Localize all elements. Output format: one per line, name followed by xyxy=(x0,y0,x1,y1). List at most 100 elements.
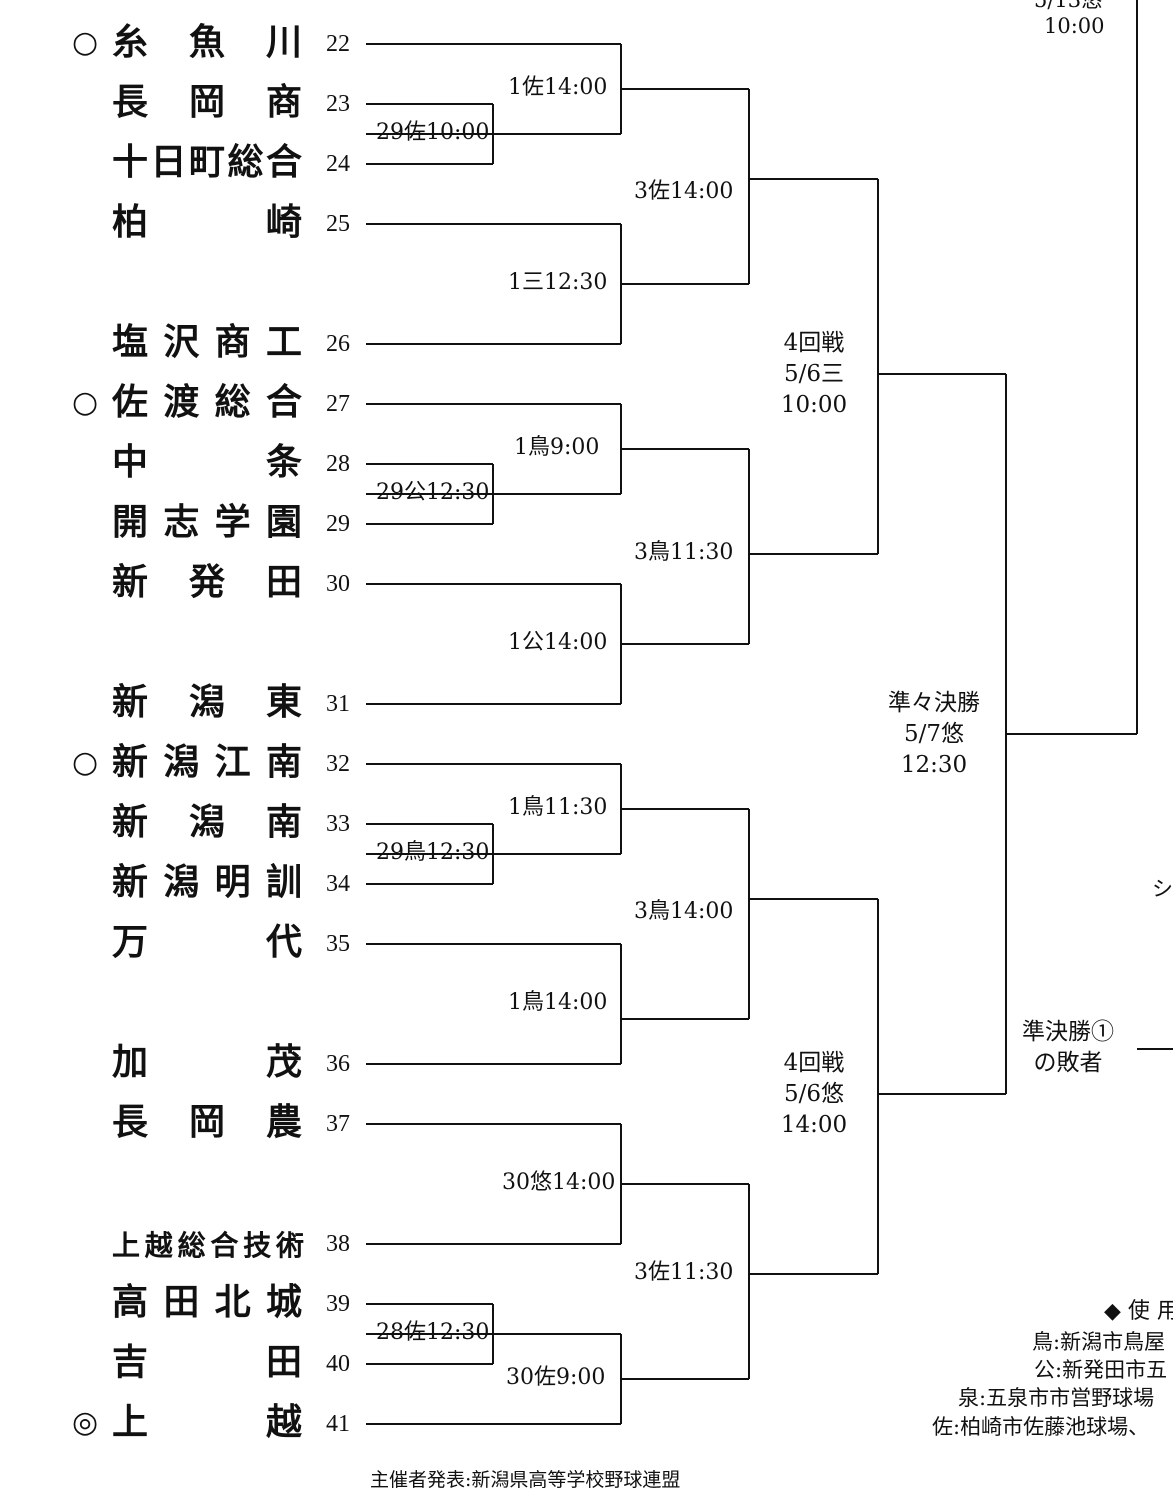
team-name-char: 越 xyxy=(265,1401,302,1443)
team-name: 上越 xyxy=(112,1402,302,1442)
team-name-char: 町 xyxy=(188,141,225,183)
team-name-char: 園 xyxy=(265,501,302,543)
partial-glyph: シ xyxy=(1152,877,1173,901)
team-name-char: 合 xyxy=(265,381,302,423)
team-name-char: 上 xyxy=(112,1229,141,1262)
team-name: 十日町総合 xyxy=(112,142,302,182)
team-name-char: 東 xyxy=(265,681,302,723)
team-name: 加茂 xyxy=(112,1042,302,1082)
team-name-char: 潟 xyxy=(163,861,200,903)
team-name-char: 加 xyxy=(112,1041,149,1083)
top-right-time: 10:00 xyxy=(1044,14,1105,38)
team-seed-number: 23 xyxy=(326,91,350,117)
legend-title: ◆ 使 用 xyxy=(1104,1299,1173,1324)
team-name-char: 田 xyxy=(265,561,302,603)
team-name-char: 志 xyxy=(163,501,200,543)
team-name-char: 工 xyxy=(265,321,302,363)
team-name-char: 柏 xyxy=(112,201,149,243)
team-name: 柏崎 xyxy=(112,202,302,242)
team-name-char: 江 xyxy=(214,741,251,783)
team-name: 佐渡総合 xyxy=(112,382,302,422)
team-name-char: 新 xyxy=(112,561,149,603)
team-name-char: 岡 xyxy=(188,1101,225,1143)
team-seed-number: 38 xyxy=(326,1231,350,1257)
team-seed-number: 39 xyxy=(326,1291,350,1317)
match-label: 3鳥11:30 xyxy=(634,540,734,565)
team-name-char: 南 xyxy=(265,741,302,783)
team-seed-number: 36 xyxy=(326,1051,350,1077)
team-name: 吉田 xyxy=(112,1342,302,1382)
match-label: 28佐12:30 xyxy=(376,1320,490,1345)
team-name-char: 沢 xyxy=(163,321,200,363)
team-seed-number: 40 xyxy=(326,1351,350,1377)
team-name-char: 学 xyxy=(214,501,251,543)
round4-label: 4回戦 xyxy=(783,1050,845,1076)
round4-label: 4回戦 xyxy=(783,330,845,356)
venue-tori: 鳥:新潟市鳥屋 xyxy=(1032,1330,1166,1354)
match-label: 1佐14:00 xyxy=(508,75,608,100)
team-name-char: 糸 xyxy=(112,21,149,63)
team-name-char: 潟 xyxy=(163,741,200,783)
seed-marker: ○ xyxy=(72,745,99,780)
semifinal-loser-label: 準決勝① xyxy=(1022,1019,1114,1045)
team-name-char: 長 xyxy=(112,81,149,123)
match-label: 29公12:30 xyxy=(376,480,490,505)
venue-sa: 佐:柏崎市佐藤池球場、 xyxy=(932,1415,1150,1439)
match-label: 30佐9:00 xyxy=(506,1365,606,1390)
team-name-char: 術 xyxy=(275,1229,304,1262)
round4-label: 5/6悠 xyxy=(783,1081,844,1107)
team-name-char: 田 xyxy=(163,1281,200,1323)
round4-label: 10:00 xyxy=(780,392,848,418)
team-name: 新潟東 xyxy=(112,682,302,722)
team-name-char: 十 xyxy=(112,141,149,183)
team-seed-number: 30 xyxy=(326,571,350,597)
team-seed-number: 27 xyxy=(326,391,350,417)
team-name-char: 技 xyxy=(243,1229,272,1262)
team-seed-number: 24 xyxy=(326,151,350,177)
match-label: 3鳥14:00 xyxy=(634,899,734,924)
team-name: 長岡農 xyxy=(112,1102,302,1142)
match-label: 3佐14:00 xyxy=(634,179,734,204)
match-label: 1三12:30 xyxy=(508,270,608,295)
team-name: 新潟明訓 xyxy=(112,862,302,902)
team-name-char: 農 xyxy=(265,1101,302,1143)
team-name-char: 合 xyxy=(265,141,302,183)
team-name-char: 南 xyxy=(265,801,302,843)
team-name-char: 佐 xyxy=(112,381,149,423)
team-name-char: 岡 xyxy=(188,81,225,123)
quarterfinal-label: 5/7悠 xyxy=(903,721,964,747)
team-seed-number: 35 xyxy=(326,931,350,957)
team-name-char: 合 xyxy=(210,1229,239,1262)
match-label: 29佐10:00 xyxy=(376,120,490,145)
team-seed-number: 34 xyxy=(326,871,350,897)
team-name-char: 川 xyxy=(265,21,302,63)
match-label: 1公14:00 xyxy=(508,630,608,655)
seed-marker: ○ xyxy=(72,25,99,60)
team-name: 塩沢商工 xyxy=(112,322,302,362)
match-label: 1鳥14:00 xyxy=(508,990,608,1015)
team-name: 中条 xyxy=(112,442,302,482)
team-name-char: 新 xyxy=(112,861,149,903)
team-name-char: 茂 xyxy=(265,1041,302,1083)
team-name-char: 高 xyxy=(112,1281,149,1323)
team-name-char: 新 xyxy=(112,681,149,723)
semifinal-loser-label: の敗者 xyxy=(1033,1050,1103,1076)
match-label: 29鳥12:30 xyxy=(376,840,490,865)
team-name-char: 商 xyxy=(265,81,302,123)
team-seed-number: 37 xyxy=(326,1111,350,1137)
match-label: 1鳥11:30 xyxy=(508,795,608,820)
team-name-char: 訓 xyxy=(265,861,302,903)
bottom-footnote: 主催者発表:新潟県高等学校野球連盟 xyxy=(370,1469,681,1491)
match-label: 30悠14:00 xyxy=(502,1170,616,1195)
team-name-char: 中 xyxy=(112,441,149,483)
team-name: 新潟江南 xyxy=(112,742,302,782)
team-seed-number: 31 xyxy=(326,691,350,717)
team-name-char: 魚 xyxy=(188,21,225,63)
team-name-char: 潟 xyxy=(188,681,225,723)
team-name-char: 日 xyxy=(150,141,187,183)
team-name-char: 潟 xyxy=(188,801,225,843)
seed-marker: ◎ xyxy=(72,1405,99,1440)
seed-marker: ○ xyxy=(72,385,99,420)
team-seed-number: 32 xyxy=(326,751,350,777)
